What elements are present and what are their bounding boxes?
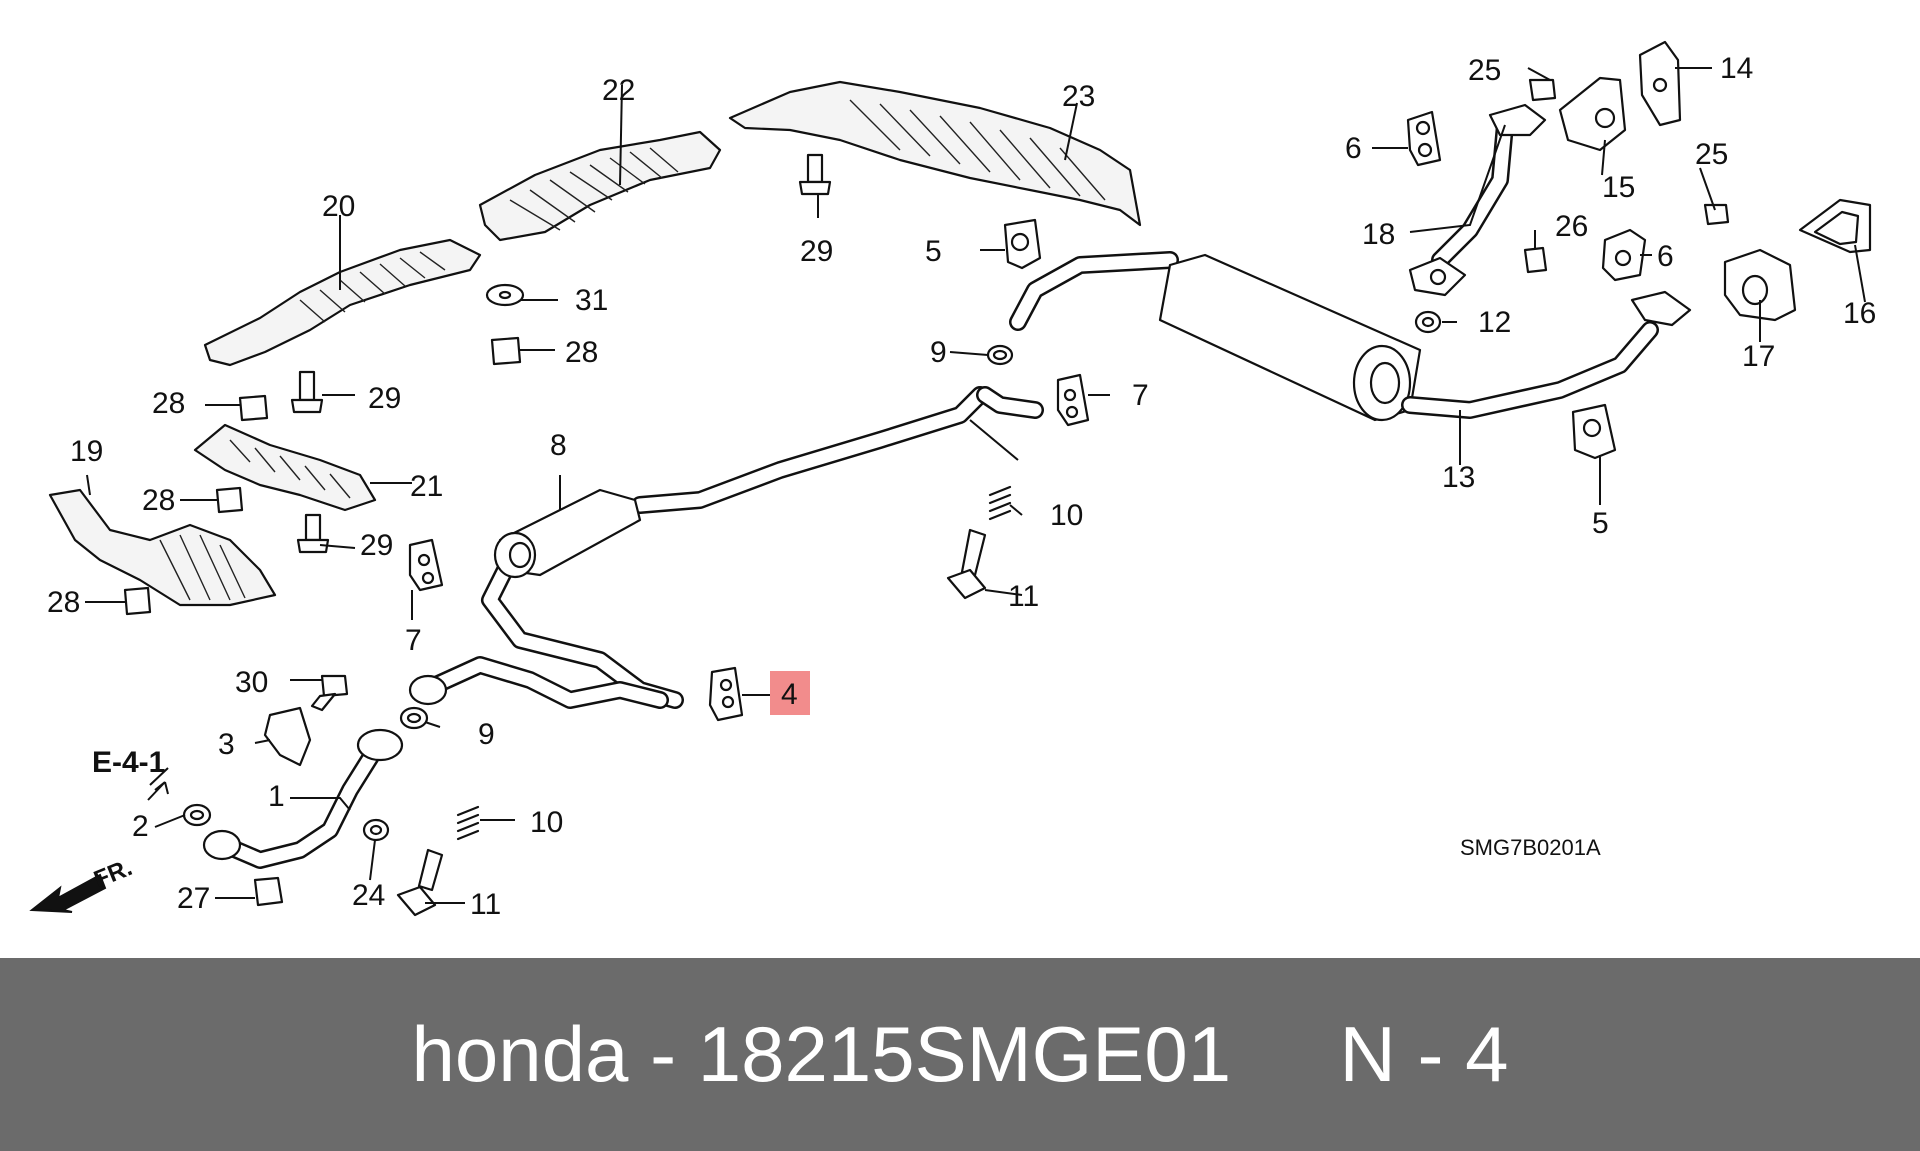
footer-banner: honda - 18215SMGE01 N - 4 — [0, 958, 1920, 1151]
nut-28d — [123, 586, 152, 616]
callout-9a: 9 — [930, 336, 947, 369]
callout-11a: 11 — [1008, 580, 1039, 613]
callout-2: 2 — [132, 810, 149, 843]
bolt-11a — [946, 528, 987, 600]
spring-10b — [456, 805, 480, 841]
callout-5a: 5 — [925, 235, 942, 268]
callout-29c: 29 — [360, 529, 393, 562]
callout-labels: 1 2 3 4 5 5 6 6 7 7 8 9 9 10 10 11 11 12… — [47, 52, 1876, 921]
rubber-mount-5a — [1003, 218, 1042, 270]
callout-20: 20 — [322, 190, 355, 223]
callout-5b: 5 — [1592, 507, 1609, 540]
catalytic-section — [408, 561, 684, 709]
bolt-29a — [798, 153, 832, 196]
footer-title: honda - 18215SMGE01 N - 4 — [411, 1010, 1509, 1098]
callout-28c: 28 — [142, 484, 175, 517]
washer-31 — [485, 283, 525, 307]
gasket-9a — [986, 344, 1014, 366]
callout-23: 23 — [1062, 80, 1095, 113]
reference-label: E-4-1 — [92, 746, 165, 779]
gasket-12 — [1414, 310, 1442, 334]
callout-30: 30 — [235, 666, 268, 699]
heat-shield-21 — [193, 423, 377, 512]
gasket-9b — [399, 706, 429, 730]
callout-19: 19 — [70, 435, 103, 468]
callout-28a: 28 — [565, 336, 598, 369]
front-marker-label: FR. — [90, 854, 136, 894]
callout-8: 8 — [550, 429, 567, 462]
nut-26 — [1523, 246, 1548, 274]
bolt-25b — [1703, 203, 1730, 226]
callout-17: 17 — [1742, 340, 1775, 373]
callout-16: 16 — [1843, 297, 1876, 330]
nut-28b — [238, 394, 269, 422]
callout-13: 13 — [1442, 461, 1475, 494]
bracket-18 — [1408, 103, 1547, 297]
callout-7a: 7 — [1132, 379, 1149, 412]
callout-11b: 11 — [470, 888, 501, 921]
heat-shield-16 — [1798, 198, 1872, 254]
heat-shield-22 — [478, 130, 722, 242]
callout-6b: 6 — [1657, 240, 1674, 273]
leader-lines — [85, 67, 1866, 904]
callout-26: 26 — [1555, 210, 1588, 243]
nut-28c — [215, 486, 244, 514]
bolt-25a — [1528, 78, 1557, 102]
callout-25b: 25 — [1695, 138, 1728, 171]
heat-shield-20 — [203, 238, 482, 367]
callout-25a: 25 — [1468, 54, 1501, 87]
callout-9b: 9 — [478, 718, 495, 751]
pipe-b-8 — [493, 386, 1044, 579]
bracket-14 — [1638, 40, 1682, 127]
callout-22: 22 — [602, 74, 635, 107]
callout-1: 1 — [268, 780, 285, 813]
callout-3: 3 — [218, 728, 235, 761]
callout-14: 14 — [1720, 52, 1753, 85]
callout-24: 24 — [352, 879, 385, 912]
callout-21: 21 — [410, 470, 443, 503]
callout-6a: 6 — [1345, 132, 1362, 165]
callout-18: 18 — [1362, 218, 1395, 251]
callout-10b: 10 — [530, 806, 563, 839]
exhaust-system-diagram: 1 2 3 4 5 5 6 6 7 7 8 9 9 10 10 11 11 12… — [29, 40, 1876, 921]
callout-4: 4 — [781, 678, 798, 711]
heat-shield-19 — [48, 488, 277, 607]
front-arrow-icon: FR. — [29, 854, 136, 913]
rubber-mount-5b — [1571, 403, 1617, 460]
callout-28b: 28 — [152, 387, 185, 420]
muffler-13 — [1009, 251, 1692, 422]
nut-24 — [362, 818, 390, 842]
callout-29b: 29 — [368, 382, 401, 415]
rubber-mount-7a — [1056, 373, 1090, 427]
bolt-30 — [310, 674, 349, 712]
rubber-mount-6b — [1601, 228, 1647, 282]
callout-28d: 28 — [47, 586, 80, 619]
callout-27: 27 — [177, 882, 210, 915]
callout-7b: 7 — [405, 624, 422, 657]
bolt-29c — [296, 513, 330, 554]
callout-12: 12 — [1478, 306, 1511, 339]
callout-29a: 29 — [800, 235, 833, 268]
spring-10a — [988, 485, 1012, 521]
bracket-3 — [263, 706, 312, 767]
bolt-11b — [396, 848, 444, 917]
bolt-29b — [290, 370, 324, 414]
diagram-code: SMG7B0201A — [1460, 835, 1601, 860]
callout-10a: 10 — [1050, 499, 1083, 532]
rubber-mount-6a — [1406, 110, 1442, 167]
rubber-mount-7b — [408, 538, 444, 592]
heat-shield-17 — [1723, 248, 1797, 322]
callout-31: 31 — [575, 284, 608, 317]
gasket-2 — [182, 803, 212, 827]
callout-15: 15 — [1602, 171, 1635, 204]
nut-28a — [490, 336, 522, 366]
bracket-15 — [1558, 76, 1627, 152]
front-pipe-1 — [202, 728, 404, 869]
rubber-mount-4 — [708, 666, 744, 722]
highlight-box-4 — [770, 671, 810, 715]
reference-arrow-icon — [147, 781, 169, 801]
heat-shield-23 — [728, 80, 1142, 227]
nut-27 — [253, 876, 284, 907]
